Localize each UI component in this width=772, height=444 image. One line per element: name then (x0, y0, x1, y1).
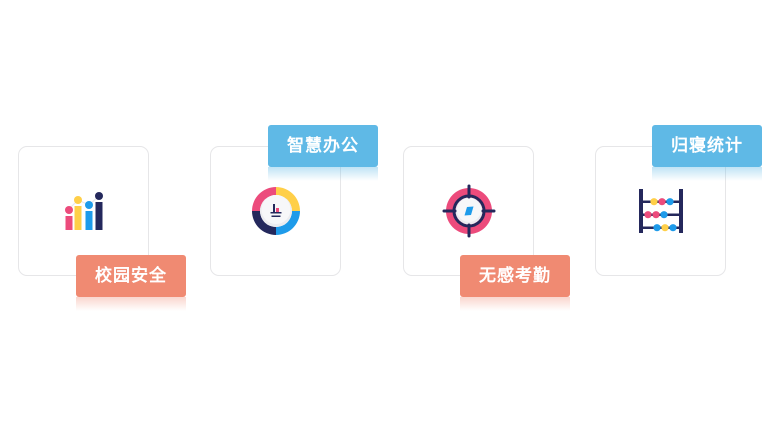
module-tag-seamless-attendance[interactable]: 无感考勤 (460, 255, 570, 297)
tag-reflection (652, 167, 762, 181)
module-card-dorm-return-stats[interactable] (595, 146, 726, 276)
module-card-campus-safety[interactable] (18, 146, 149, 276)
module-tag-dorm-return-stats[interactable]: 归寝统计 (652, 125, 762, 167)
donut-chart-dial-icon (248, 183, 304, 239)
module-tag-campus-safety[interactable]: 校园安全 (76, 255, 186, 297)
bar-chart-people-icon (56, 183, 112, 239)
abacus-icon (633, 183, 689, 239)
crosshair-target-icon (441, 183, 497, 239)
module-card-smart-office[interactable] (210, 146, 341, 276)
tag-reflection (76, 297, 186, 311)
module-card-seamless-attendance[interactable] (403, 146, 534, 276)
tag-reflection (460, 297, 570, 311)
tag-reflection (268, 167, 378, 181)
module-tag-smart-office[interactable]: 智慧办公 (268, 125, 378, 167)
